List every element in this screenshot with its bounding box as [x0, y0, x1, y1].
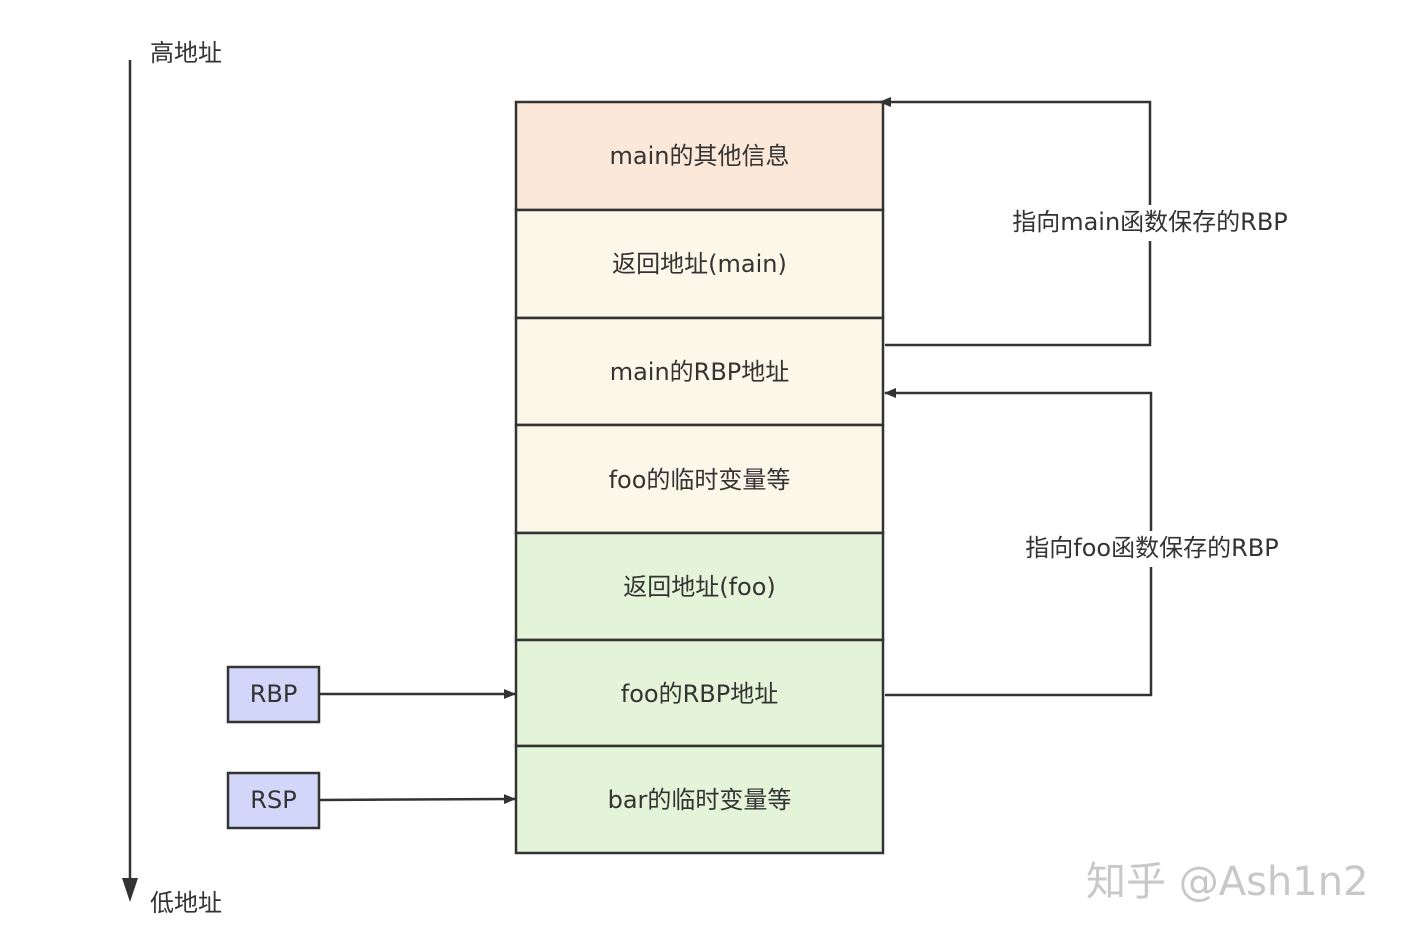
foo-rbp-link-label: 指向foo函数保存的RBP	[1025, 534, 1278, 562]
main-rbp-link-label-bg	[1004, 205, 1296, 241]
rsp-register-label: RSP	[250, 786, 296, 814]
stack-cell-label: bar的临时变量等	[608, 786, 792, 814]
high-address-label: 高地址	[150, 39, 222, 67]
stack-cell-rect	[514, 208, 885, 320]
stack-cell-return-address-main: 返回地址(main)	[514, 208, 885, 320]
low-address-label: 低地址	[150, 889, 222, 917]
watermark: 知乎 @Ash1n2	[1086, 859, 1369, 905]
stack-cell-main-rbp: main的RBP地址	[514, 316, 885, 427]
stack-cell-label: foo的RBP地址	[621, 680, 778, 708]
rbp-register-label: RBP	[250, 680, 298, 708]
rsp-pointer-arrow	[318, 794, 516, 805]
address-axis: 高地址 低地址	[122, 39, 222, 917]
stack-cell-label: foo的临时变量等	[609, 466, 791, 494]
stack: main的其他信息 返回地址(main) main的RBP地址 foo的临时变量…	[514, 100, 885, 855]
main-rbp-link: 指向main函数保存的RBP	[879, 97, 1296, 347]
rsp-register: RSP	[226, 771, 516, 830]
stack-cell-label: main的RBP地址	[610, 358, 790, 386]
stack-cell-label: main的其他信息	[610, 142, 790, 170]
stack-cell-rect	[514, 531, 885, 642]
stack-cell-rect	[514, 423, 885, 535]
stack-cell-rect	[514, 744, 885, 855]
main-rbp-link-label: 指向main函数保存的RBP	[1012, 208, 1288, 236]
foo-rbp-link: 指向foo函数保存的RBP	[884, 388, 1288, 697]
rbp-register: RBP	[226, 665, 516, 724]
stack-cell-foo-locals: foo的临时变量等	[514, 423, 885, 535]
stack-cell-foo-rbp: foo的RBP地址	[514, 638, 885, 748]
rsp-register-box	[226, 771, 321, 830]
stack-cell-return-address-foo: 返回地址(foo)	[514, 531, 885, 642]
foo-rbp-link-label-bg	[1016, 531, 1288, 567]
stack-cell-label: 返回地址(foo)	[623, 573, 776, 601]
stack-cell-rect	[514, 638, 885, 748]
stack-cell-label: 返回地址(main)	[612, 250, 787, 278]
address-axis-arrowhead	[122, 878, 138, 902]
stack-cell-bar-locals: bar的临时变量等	[514, 744, 885, 855]
stack-cell-main-other-info: main的其他信息	[514, 100, 885, 212]
